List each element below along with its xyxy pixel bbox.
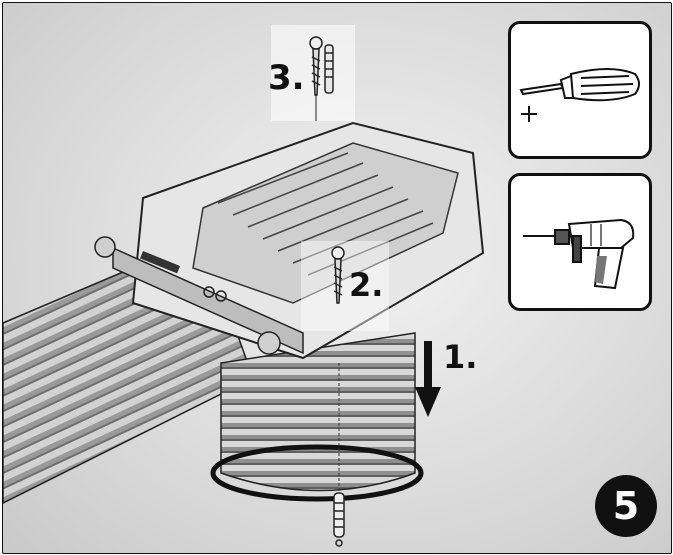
down-arrow (415, 341, 441, 417)
screwdriver-tool-box (508, 21, 652, 159)
screw-and-dowel-top (309, 36, 334, 121)
t-piece-connector (94, 121, 485, 360)
step-number-badge: 5 (595, 475, 657, 537)
duct-assembly-illustration (3, 25, 485, 547)
drill-icon (523, 218, 635, 290)
step-3-label: 3. (268, 58, 305, 98)
round-pipe (210, 332, 424, 502)
step-1-label: 1. (443, 338, 478, 376)
wall-dowel-bottom (333, 363, 345, 547)
step-2-label: 2. (349, 266, 384, 304)
screwdriver-icon (519, 68, 640, 122)
highlight-panel-mid (301, 241, 389, 331)
screw-mid (331, 246, 345, 304)
drill-tool-box (508, 173, 652, 311)
